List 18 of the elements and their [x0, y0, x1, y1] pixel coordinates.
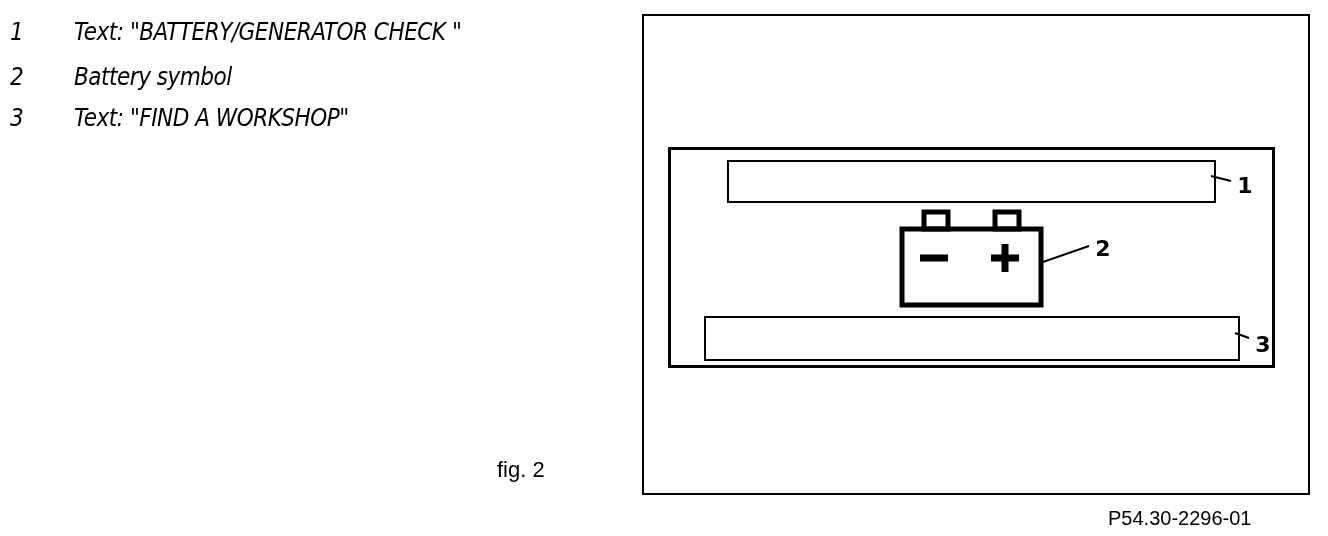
callout-number: 3	[1255, 332, 1271, 357]
leader-line	[1234, 332, 1250, 339]
legend-text: Text: "BATTERY/GENERATOR CHECK "	[74, 18, 462, 46]
part-number: P54.30-2296-01	[1108, 507, 1252, 530]
display-panel	[668, 147, 1275, 368]
callout-number: 1	[10, 18, 24, 46]
display-bar	[704, 316, 1240, 361]
legend-text: Battery symbol	[74, 63, 232, 91]
battery-drawing	[898, 208, 1045, 309]
callout-number: 2	[10, 63, 24, 91]
callout-number: 1	[1237, 173, 1253, 198]
display-bar	[727, 160, 1216, 203]
legend-text: Text: "FIND A WORKSHOP"	[74, 104, 349, 132]
figure-frame	[642, 14, 1310, 495]
callout-number: 2	[1095, 236, 1111, 261]
figure-caption: fig. 2	[497, 457, 545, 483]
callout-number: 3	[10, 104, 24, 132]
leader-line	[1210, 175, 1232, 182]
